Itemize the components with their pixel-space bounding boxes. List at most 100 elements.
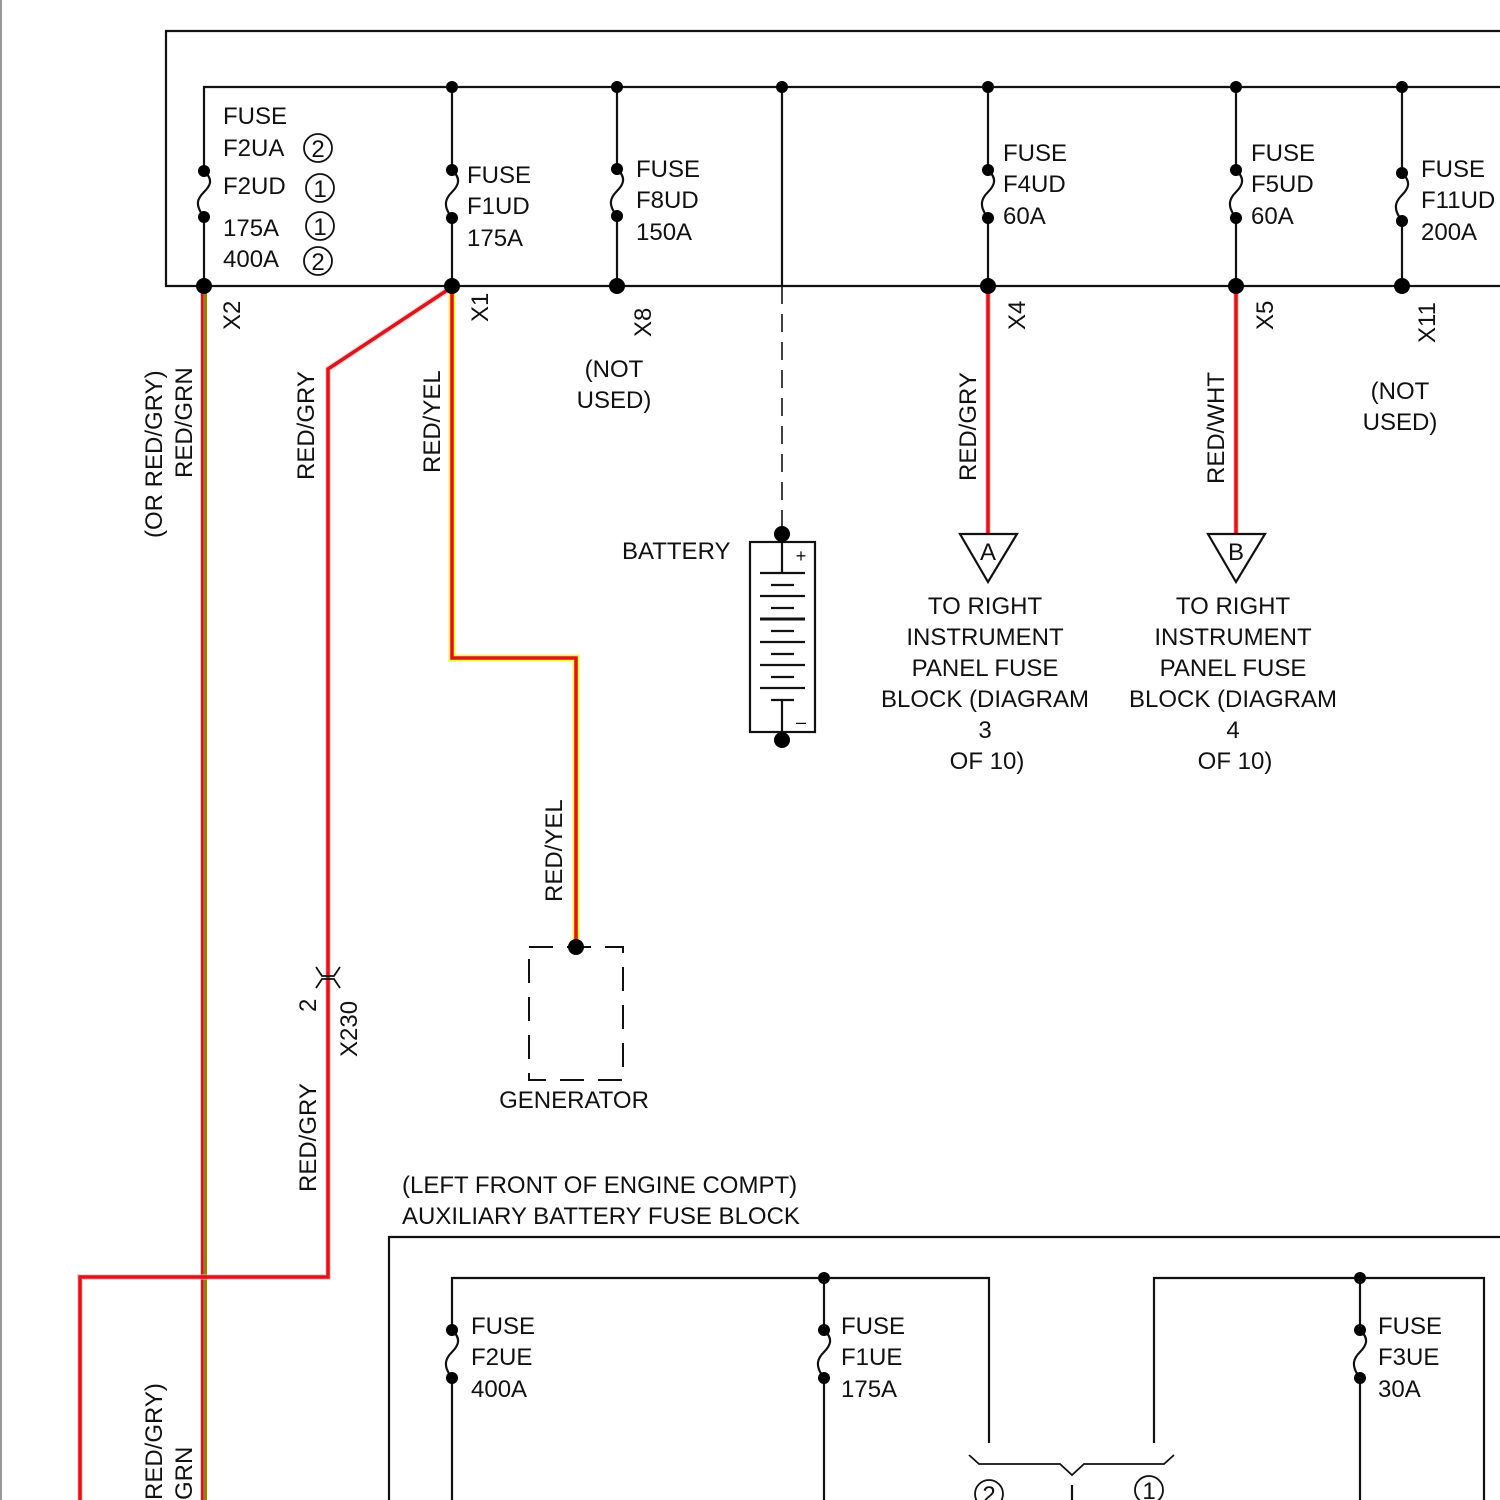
fuse-icon bbox=[1354, 1324, 1366, 1384]
lower-bus-left bbox=[452, 1278, 989, 1500]
wire-segment bbox=[80, 287, 452, 1500]
generator[interactable]: GENERATOR bbox=[499, 939, 649, 1114]
junction-dot bbox=[611, 210, 623, 222]
option-badge: 1 bbox=[306, 212, 334, 241]
label: 2 bbox=[311, 136, 324, 163]
wire-segment bbox=[80, 287, 452, 1500]
option-badge: 2 bbox=[304, 134, 332, 163]
junction-dot bbox=[818, 1272, 830, 1284]
label: 1 bbox=[313, 214, 326, 241]
terminal-x5: X5 bbox=[1252, 301, 1279, 330]
label: FUSE bbox=[636, 156, 700, 183]
label: FUSE bbox=[1378, 1313, 1442, 1340]
option-badge: 2 bbox=[304, 247, 332, 276]
battery[interactable]: BATTERY + – bbox=[622, 526, 815, 748]
label: USED) bbox=[577, 387, 652, 414]
label: F5UD bbox=[1251, 171, 1314, 198]
label: INSTRUMENT bbox=[906, 624, 1064, 651]
junction-dot bbox=[609, 278, 625, 294]
ref-letter: B bbox=[1228, 539, 1244, 566]
junction-dot bbox=[611, 81, 623, 93]
option-badge: 1 bbox=[306, 174, 334, 203]
wire-label: RED/WHT bbox=[1203, 372, 1230, 484]
terminal-x4: X4 bbox=[1004, 301, 1031, 330]
junction-dot bbox=[818, 1324, 830, 1336]
connector-name: X230 bbox=[336, 1001, 363, 1057]
fuse-icon bbox=[446, 164, 458, 224]
fuse-icon bbox=[1230, 164, 1242, 224]
fuse-label-f1ud: FUSE F1UD 175A bbox=[467, 162, 531, 252]
label: PANEL FUSE bbox=[912, 655, 1059, 682]
battery-label: BATTERY bbox=[622, 538, 730, 565]
fuse-icon bbox=[446, 1324, 458, 1384]
label: 1 bbox=[313, 176, 326, 203]
label: FUSE bbox=[1003, 140, 1067, 167]
junction-dot bbox=[1396, 215, 1408, 227]
connector-pin: 2 bbox=[295, 999, 322, 1012]
label: FUSE bbox=[467, 162, 531, 189]
fuse-label-f2ua-f2ud: FUSE F2UA F2UD 175A 400A 2 1 1 2 bbox=[223, 103, 334, 276]
junction-dot bbox=[1394, 278, 1410, 294]
fuse-label-line: FUSE bbox=[223, 103, 287, 130]
label: INSTRUMENT bbox=[1154, 624, 1312, 651]
label: PANEL FUSE bbox=[1160, 655, 1307, 682]
wire-x1-red-gry[interactable] bbox=[80, 287, 452, 1500]
fuse-label-f11ud: FUSE F11UD 200A bbox=[1421, 156, 1495, 246]
label: 400A bbox=[471, 1376, 527, 1403]
ref-letter: A bbox=[980, 539, 996, 566]
label: 2 bbox=[311, 249, 324, 276]
label: 150A bbox=[636, 219, 692, 246]
junction-dot bbox=[1396, 81, 1408, 93]
ref-a[interactable]: A TO RIGHT INSTRUMENT PANEL FUSE BLOCK (… bbox=[881, 534, 1089, 775]
label: FUSE bbox=[471, 1313, 535, 1340]
label: F1UE bbox=[841, 1344, 902, 1371]
fuse-icon bbox=[818, 1324, 830, 1384]
label: USED) bbox=[1363, 409, 1438, 436]
wire-label: RED/GRY bbox=[955, 372, 982, 481]
junction-dot bbox=[446, 1324, 458, 1336]
terminal-x1: X1 bbox=[467, 293, 494, 322]
generator-outline bbox=[529, 947, 623, 1080]
fuse-label-f4ud: FUSE F4UD 60A bbox=[1003, 140, 1067, 230]
lower-block-outline bbox=[389, 1237, 1500, 1500]
label: 4 bbox=[1226, 717, 1239, 744]
label: 2 bbox=[982, 1482, 995, 1500]
fuse-label-f3ue: FUSE F3UE 30A bbox=[1378, 1313, 1442, 1403]
wire-label: RED/GRY bbox=[295, 1083, 322, 1192]
label: 1 bbox=[1142, 1478, 1155, 1500]
junction-dot bbox=[198, 165, 210, 177]
label: 200A bbox=[1421, 219, 1477, 246]
battery-plus: + bbox=[796, 546, 807, 566]
label: (NOT bbox=[585, 356, 644, 383]
junction-dot bbox=[1354, 1372, 1366, 1384]
wire-label: RED/YEL bbox=[419, 370, 446, 473]
wire-x2-red-grn[interactable] bbox=[202, 286, 204, 1500]
fuse-icon bbox=[982, 164, 994, 224]
label: FUSE bbox=[1251, 140, 1315, 167]
junction-dot bbox=[1228, 278, 1244, 294]
junction-dot bbox=[982, 212, 994, 224]
fuse-label-f8ud: FUSE F8UD 150A bbox=[636, 156, 700, 246]
label: F1UD bbox=[467, 193, 530, 220]
label: 3 bbox=[978, 717, 991, 744]
label: F2UE bbox=[471, 1344, 532, 1371]
fuse-icon bbox=[611, 163, 623, 222]
fuse-label-line: F2UA bbox=[223, 135, 284, 162]
wire-label: GRN bbox=[171, 1447, 198, 1500]
wire-label: (OR RED/GRY) bbox=[141, 370, 168, 538]
label: F11UD bbox=[1421, 187, 1495, 214]
label: 60A bbox=[1003, 203, 1046, 230]
junction-dot bbox=[982, 164, 994, 176]
label: FUSE bbox=[841, 1313, 905, 1340]
label: 175A bbox=[841, 1376, 897, 1403]
label: (NOT bbox=[1371, 378, 1430, 405]
junction-dot bbox=[1354, 1324, 1366, 1336]
block-title: AUXILIARY BATTERY FUSE BLOCK bbox=[402, 1203, 800, 1230]
junction-dot bbox=[1230, 164, 1242, 176]
option-badge: 1 bbox=[1135, 1476, 1163, 1500]
terminal-x2: X2 bbox=[219, 301, 246, 330]
junction-dot bbox=[1396, 167, 1408, 179]
fuse-label-f2ue: FUSE F2UE 400A bbox=[471, 1313, 535, 1403]
lower-bus-right bbox=[1154, 1278, 1484, 1500]
ref-b[interactable]: B TO RIGHT INSTRUMENT PANEL FUSE BLOCK (… bbox=[1129, 534, 1337, 775]
